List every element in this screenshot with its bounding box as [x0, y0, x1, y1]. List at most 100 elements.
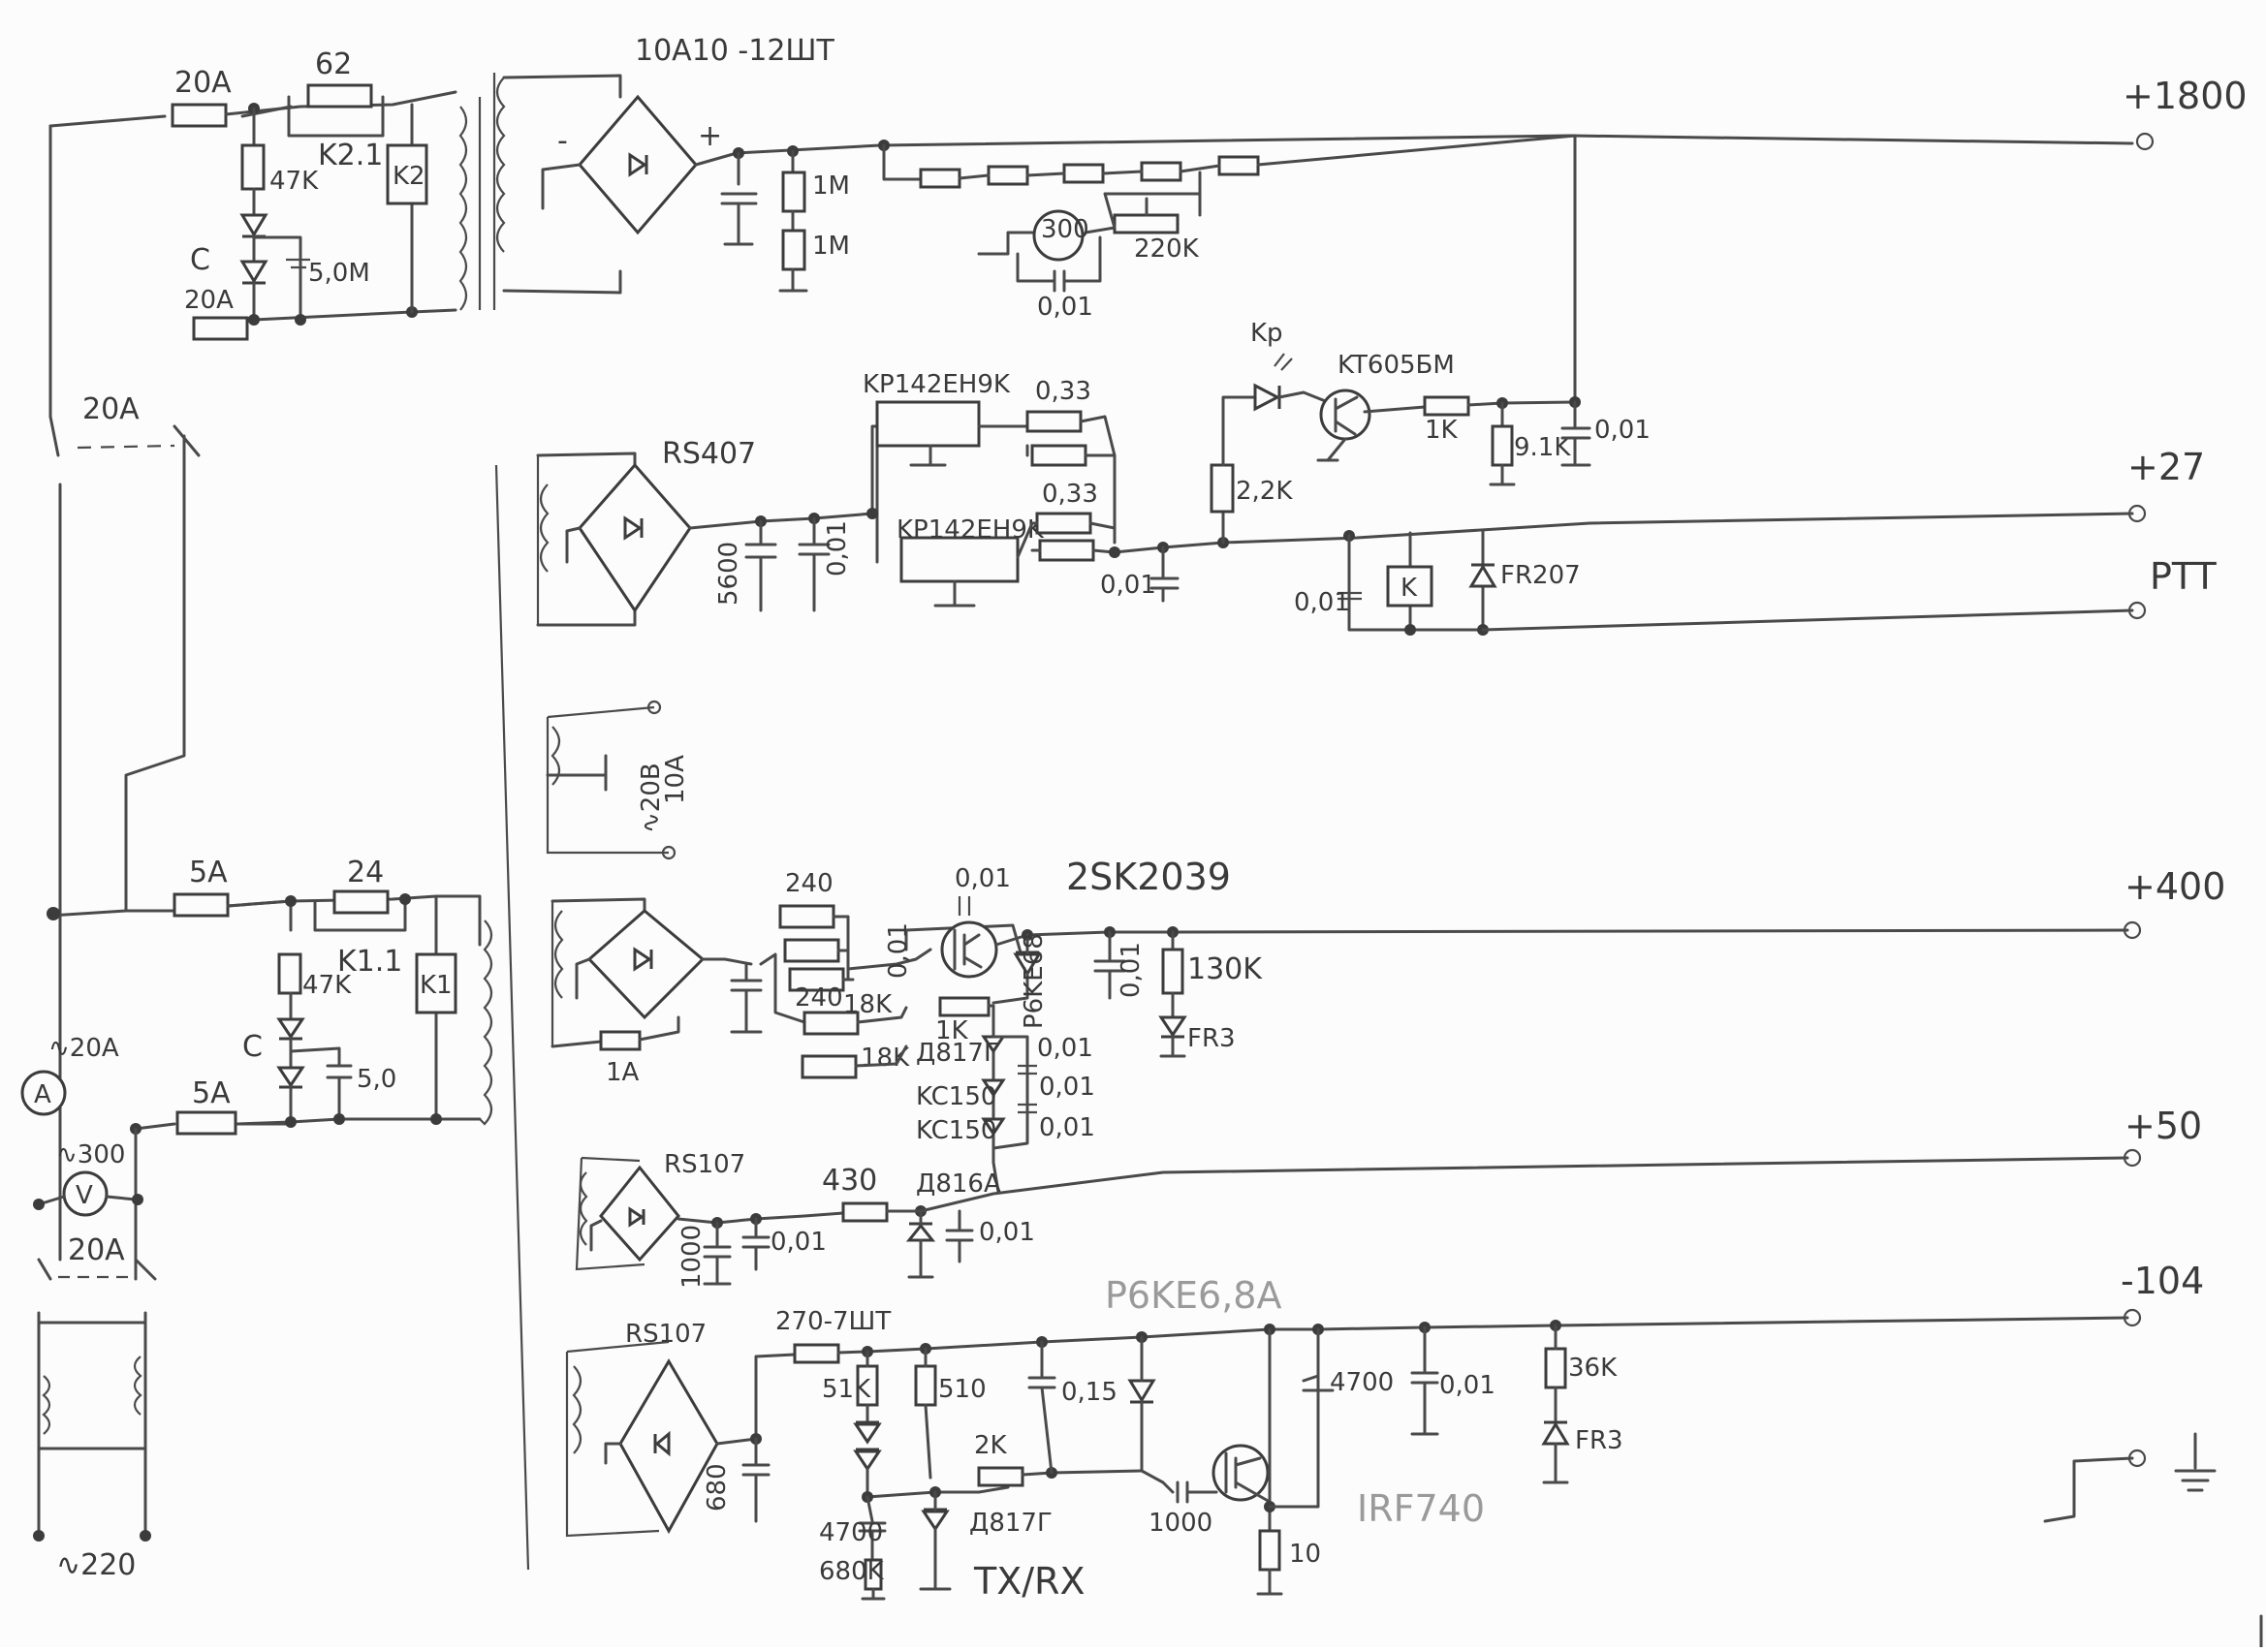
fuse-20a-top — [171, 103, 228, 128]
r-033-a2 — [1030, 444, 1087, 467]
transformer-top-label: 10A10 -12ШТ — [635, 34, 834, 68]
r-1m-b-label: 1M — [812, 232, 850, 261]
r-chain-4 — [1140, 161, 1182, 182]
rs107-a-label: RS107 — [664, 1150, 745, 1179]
bridge-rs107-b-diode — [653, 1430, 671, 1457]
relay-k-label: K — [1401, 574, 1418, 603]
w208-curr-label: 10A — [661, 755, 690, 804]
cap-001-50-label: 0,01 — [771, 1228, 827, 1257]
cap-001-50b-label: 0,01 — [979, 1218, 1035, 1247]
p6ke68a-label: P6KE6,8A — [1105, 1274, 1281, 1317]
coil-62 — [306, 83, 373, 109]
r-240-b-label: 240 — [795, 983, 843, 1013]
bridge-400-diode — [633, 947, 653, 972]
r-chain-3 — [1062, 163, 1105, 184]
r-2k — [977, 1466, 1024, 1487]
k2-label: K2 — [393, 162, 425, 191]
ground-terminal[interactable] — [2127, 1449, 2147, 1468]
kc150-a-label: KC150 — [916, 1082, 996, 1111]
r-36k-label: 36K — [1568, 1354, 1618, 1383]
winding-20v-section: ∿20В 10A — [546, 700, 690, 860]
rs407-label: RS407 — [662, 437, 756, 471]
out-1800-terminal[interactable] — [2135, 132, 2155, 151]
ammeter-label: ∿20A — [48, 1034, 119, 1063]
r-1k-mid-label: 1K — [935, 1016, 969, 1045]
relay-k2 — [386, 143, 428, 205]
out-104-label: -104 — [2121, 1260, 2204, 1302]
zener-fr3-b — [1541, 1420, 1570, 1446]
cap-001-k-label: 0,01 — [1294, 588, 1350, 617]
c-bot-label: C — [242, 1030, 263, 1064]
diode-top-2 — [239, 260, 268, 285]
kp-diode-label: Kp — [1250, 319, 1283, 348]
meter-300 — [1032, 209, 1085, 262]
plus27-section: RS407 5600 0,01 KP142EH9K KP142EH9K 0,33… — [536, 319, 2217, 636]
regulator-kp142-b — [899, 536, 1020, 583]
r-1k-kt-label: 1K — [1425, 416, 1459, 445]
r-22k — [1210, 463, 1235, 514]
cap-001-mid2-label: 0,01 — [1037, 1034, 1093, 1063]
r-240-a1 — [778, 904, 835, 929]
r-430-label: 430 — [822, 1164, 877, 1198]
hv-1800-section: 10A10 -12ШТ + - 1M 1M 300 220K 0,01 +180… — [492, 34, 2248, 404]
out-104-terminal[interactable] — [2123, 1308, 2142, 1327]
r-10 — [1258, 1529, 1281, 1572]
r-36k — [1544, 1347, 1567, 1389]
r-1m-b — [781, 229, 806, 271]
r-1m-a-label: 1M — [812, 171, 850, 201]
coil-62-label: 62 — [315, 47, 352, 81]
rs107-b-label: RS107 — [625, 1320, 707, 1349]
r-2k-label: 2K — [974, 1431, 1008, 1460]
r-033-a1 — [1025, 410, 1083, 433]
w208-label: ∿20В — [637, 763, 666, 833]
r-240-a-label: 240 — [785, 869, 834, 898]
plus50-section: RS107 1000 0,01 430 Д816А 0,01 +50 — [575, 1105, 2202, 1289]
mains-section: 20A 5A 5A A ∿20A V ∿300 20A ∿220 — [20, 105, 293, 1582]
r-033-b-label: 0,33 — [1042, 480, 1098, 509]
r-chain-1 — [919, 168, 961, 189]
r-18k-a-label: 18K — [843, 990, 893, 1019]
kt605-label: KT605БМ — [1338, 351, 1455, 380]
out-400-terminal[interactable] — [2123, 920, 2142, 940]
diode-bot-1 — [276, 1017, 305, 1041]
r-47k-top-label: 47K — [269, 167, 319, 196]
fuse-5a-b — [175, 1110, 237, 1136]
diode-51k-a — [853, 1420, 882, 1445]
zener-kc150-b — [981, 1117, 1006, 1137]
kc150-b-label: KC150 — [916, 1116, 996, 1145]
r-240-a2 — [783, 938, 840, 963]
diode-top-1 — [239, 213, 268, 238]
zener-fr3-a — [1158, 1015, 1187, 1039]
cap-1000-label: 1000 — [677, 1225, 707, 1289]
relay-k — [1386, 565, 1433, 608]
out-400-label: +400 — [2124, 865, 2225, 908]
diode-51k-b — [853, 1448, 882, 1472]
regulator-kp142-a — [875, 400, 981, 448]
fuse-20a-lower — [192, 316, 249, 341]
voltmeter-symbol: V — [76, 1181, 93, 1210]
diode-kp — [1253, 383, 1281, 412]
diode-p6ke68a — [1127, 1379, 1156, 1404]
cap-50-label: 5,0 — [357, 1065, 396, 1094]
out-ptt-terminal[interactable] — [2127, 601, 2147, 620]
r-10-label: 10 — [1289, 1540, 1321, 1569]
transistor-irf740 — [1212, 1444, 1270, 1502]
bridge-rs107-a — [599, 1165, 680, 1262]
r-1k-kt — [1423, 395, 1470, 417]
bridge-rs407 — [578, 462, 692, 613]
out-27-terminal[interactable] — [2127, 504, 2147, 523]
plus400-section: 1A 240 240 18K 18K 0,01 0,01 2SK2039 P6K… — [551, 856, 2225, 1194]
minus-top-label: - — [557, 124, 568, 158]
out-1800-label: +1800 — [2123, 75, 2248, 117]
cap-001-kt-label: 0,01 — [1594, 416, 1651, 445]
cap-680-label: 680 — [703, 1463, 732, 1512]
diode-bot-2 — [276, 1066, 305, 1089]
r-033-b2 — [1038, 539, 1095, 562]
out-ptt-label: PTT — [2150, 555, 2217, 598]
fr207-label: FR207 — [1500, 561, 1581, 590]
k1-primary-section: 24 K1.1 47K C 5,0 K1 — [226, 856, 493, 1128]
fuse-1a-label: 1A — [606, 1058, 640, 1087]
out-50-terminal[interactable] — [2123, 1148, 2142, 1168]
r-chain-5 — [1217, 155, 1260, 176]
